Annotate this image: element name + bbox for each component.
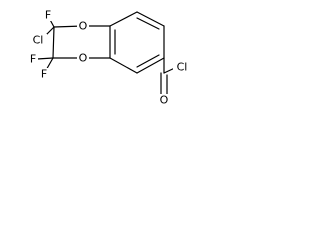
- molecular-structure-diagram: F Cl F F O O O Cl: [28, 9, 191, 107]
- bond-c8-c7-inner: [136, 17, 160, 30]
- bond-c6-c5: [136, 57, 165, 74]
- atom-cl-ring: Cl: [33, 34, 44, 47]
- atom-f-left: F: [30, 53, 36, 66]
- bond-c8-c7: [136, 11, 165, 27]
- atom-cl-acyl: Cl: [177, 61, 188, 74]
- bond-layer: [36, 11, 178, 96]
- atom-f-lower: F: [41, 68, 47, 81]
- atom-f-top: F: [45, 9, 51, 22]
- atom-label-layer: F Cl F F O O O Cl: [28, 9, 191, 107]
- bond-c6-c5-inner: [136, 54, 160, 68]
- bond-c3-f-left: [36, 57, 54, 60]
- atom-o-carbonyl: O: [160, 94, 169, 107]
- bond-c8a-c8: [109, 11, 138, 27]
- atom-o-lower: O: [79, 52, 88, 65]
- atom-o-upper: O: [79, 20, 88, 33]
- bond-c2-c3: [52, 26, 55, 59]
- bond-c5-c4a: [109, 57, 138, 74]
